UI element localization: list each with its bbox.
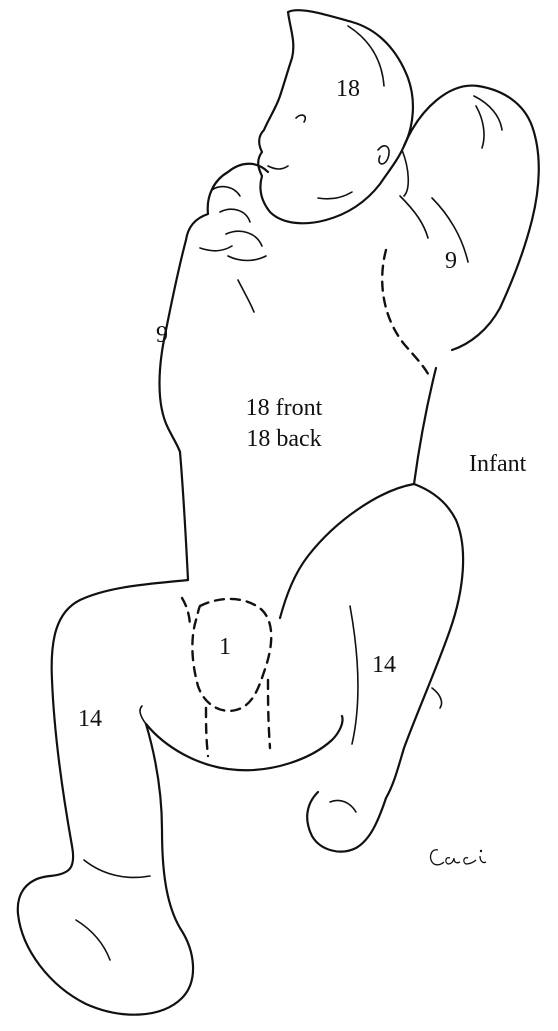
right-arm-percent-label: 9: [445, 246, 457, 276]
trunk-outline: [180, 452, 188, 580]
genitalia-region: [192, 599, 271, 711]
genitalia-percent-label: 1: [219, 632, 231, 662]
trunk-back-percent-label: 18 back: [224, 424, 344, 454]
right-arm-outline: [404, 86, 539, 350]
right-leg-percent-label: 14: [372, 650, 396, 680]
groin-outline: [146, 716, 343, 770]
trunk-front-percent-label: 18 front: [224, 393, 344, 423]
head-percent-label: 18: [336, 74, 360, 104]
left-leg-percent-label: 14: [78, 704, 102, 734]
head-outline: [258, 10, 413, 223]
caption-label: Infant: [469, 449, 526, 479]
artist-signature: [424, 840, 494, 876]
left-arm-percent-label: 9: [156, 320, 168, 350]
